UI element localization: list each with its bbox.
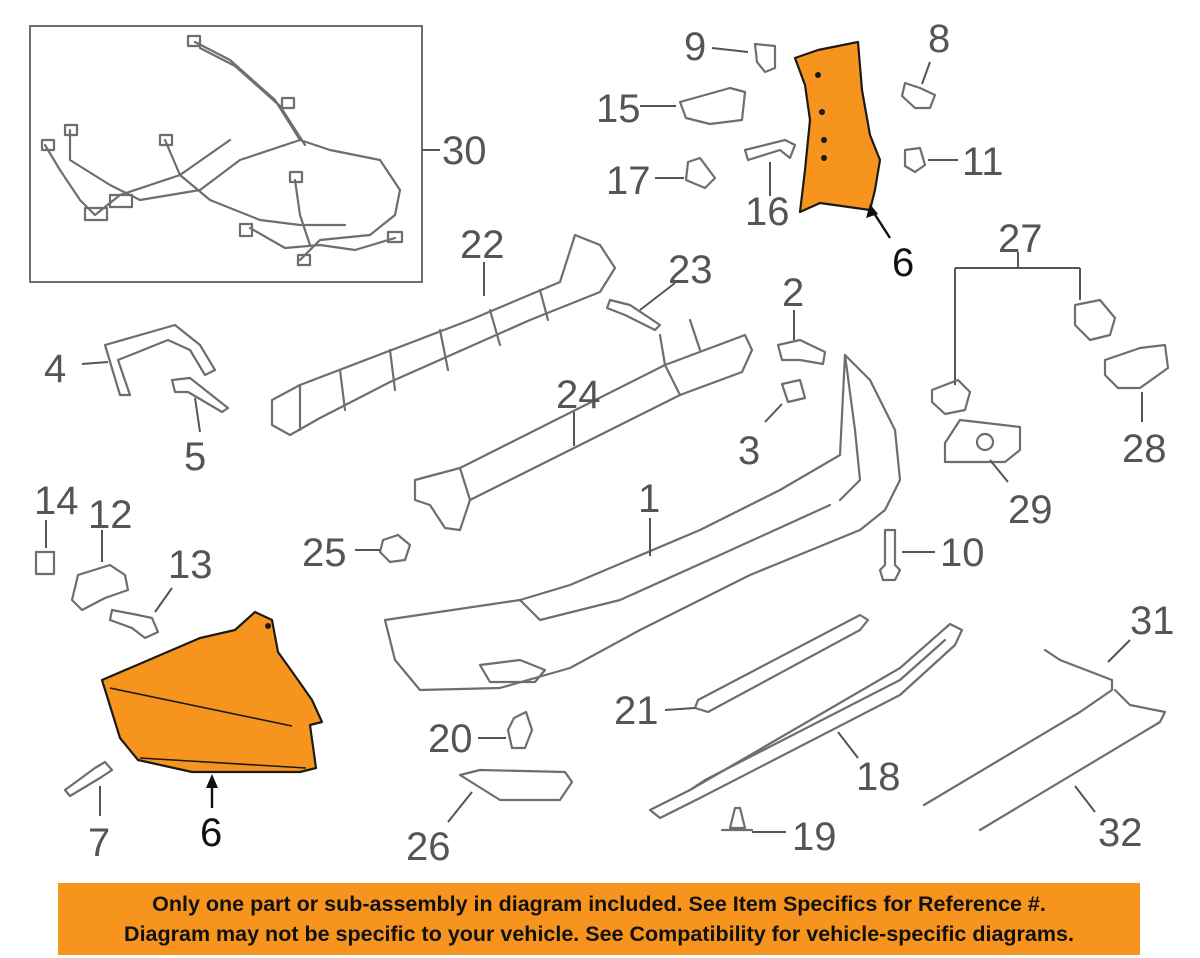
trim-strip-31 (922, 648, 1114, 807)
bolt-13 (108, 608, 160, 640)
bumper-bracket-upper (793, 40, 882, 214)
notice-line-2: Diagram may not be specific to your vehi… (124, 922, 1074, 946)
reflector-15 (678, 86, 747, 126)
clip-14 (34, 550, 56, 576)
bracket-hole (815, 72, 821, 78)
callout-25: 25 (302, 531, 347, 575)
molding-21 (693, 613, 870, 714)
parts-diagram: 30 6 9 8 15 16 11 17 22 23 4 5 2 3 (29, 17, 1175, 869)
bracket-hole (819, 109, 825, 115)
callout-18: 18 (856, 755, 901, 799)
callout-9: 9 (684, 25, 706, 69)
bumper-cover (383, 353, 902, 692)
nut-11 (903, 146, 927, 174)
bracket-4 (103, 323, 217, 397)
parking-sensor-right (1073, 298, 1117, 342)
callout-32: 32 (1098, 811, 1143, 855)
callout-2: 2 (782, 271, 804, 315)
callout-16: 16 (745, 190, 790, 234)
callout-19: 19 (792, 815, 837, 859)
callout-27: 27 (998, 217, 1043, 261)
arrowhead (866, 204, 878, 218)
reinforcement-beam (413, 333, 754, 532)
callout-20: 20 (428, 717, 473, 761)
callout-30: 30 (442, 129, 487, 173)
clip-9 (753, 42, 777, 74)
callout-17: 17 (606, 159, 651, 203)
callout-29: 29 (1008, 488, 1053, 532)
trim-strip-32 (978, 688, 1167, 832)
pushpin-5 (170, 376, 230, 414)
pushpin-7 (63, 760, 114, 798)
sensor-bracket-29 (943, 418, 1022, 464)
callout-13: 13 (168, 543, 213, 587)
bolt-16 (743, 138, 797, 162)
bracket-hole (265, 623, 271, 629)
callout-6-lower: 6 (200, 811, 222, 855)
leader-27 (954, 252, 1081, 385)
callout-7: 7 (88, 821, 110, 865)
bolt-8 (900, 81, 937, 110)
clip-17 (684, 156, 717, 190)
retainer-20 (506, 710, 534, 750)
callout-4: 4 (44, 347, 66, 391)
callout-6-upper: 6 (892, 241, 914, 285)
callout-23: 23 (668, 248, 713, 292)
callout-8: 8 (928, 17, 950, 61)
clip-3 (780, 378, 807, 404)
bumper-bracket-lower (100, 610, 324, 774)
callout-28: 28 (1122, 427, 1167, 471)
callout-21: 21 (614, 689, 659, 733)
bracket-hole (821, 155, 827, 161)
bolt-2 (776, 338, 827, 366)
skid-plate-18 (648, 622, 964, 820)
wiring-harness-inset (29, 25, 440, 283)
notice-banner: Only one part or sub-assembly in diagram… (58, 883, 1140, 955)
reflector-26 (458, 768, 574, 802)
callout-15: 15 (596, 87, 641, 131)
exhaust-cutout (478, 658, 547, 684)
callout-14: 14 (34, 479, 79, 523)
callout-10: 10 (940, 531, 985, 575)
callout-31: 31 (1130, 599, 1175, 643)
callout-11: 11 (962, 140, 1004, 184)
notice-line-1: Only one part or sub-assembly in diagram… (152, 892, 1046, 916)
bracket-hole (821, 137, 827, 143)
callout-26: 26 (406, 825, 451, 869)
callout-24: 24 (556, 373, 601, 417)
bolt-10 (878, 528, 902, 582)
callout-1: 1 (638, 477, 660, 521)
callout-22: 22 (460, 223, 505, 267)
arrowhead (206, 774, 218, 788)
sensor-holder-28 (1103, 343, 1170, 390)
callout-5: 5 (184, 435, 206, 479)
bolt-19 (728, 806, 747, 830)
bracket-edge (109, 687, 307, 769)
callout-3: 3 (738, 429, 760, 473)
nut-25 (378, 533, 412, 564)
pushpin-23 (605, 298, 662, 332)
parking-sensor-left (930, 378, 972, 416)
bracket-12 (70, 563, 130, 612)
callout-12: 12 (88, 493, 133, 537)
energy-absorber (270, 233, 617, 437)
